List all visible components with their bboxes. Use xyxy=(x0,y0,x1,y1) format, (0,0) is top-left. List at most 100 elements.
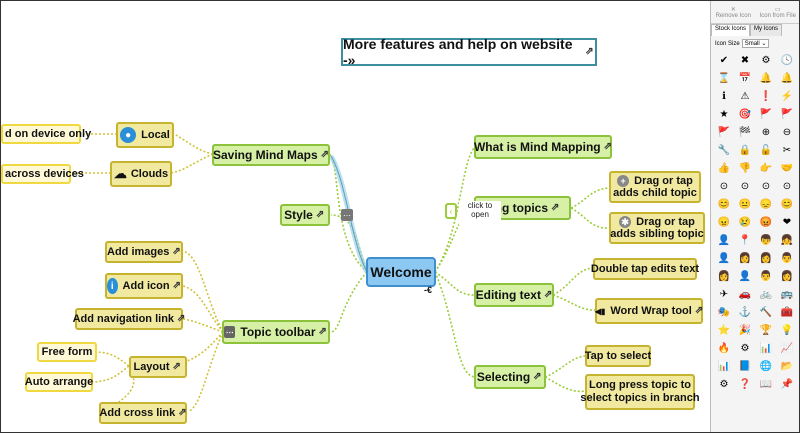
stock-icon[interactable]: 👤 xyxy=(717,235,731,246)
stock-icon[interactable]: ⊙ xyxy=(782,181,792,192)
stock-icon[interactable]: 🏁 xyxy=(738,127,752,138)
stock-icon[interactable]: 👩 xyxy=(780,271,794,282)
stock-icon[interactable]: 📂 xyxy=(780,361,794,372)
mind-map-canvas[interactable]: More features and help on website -» ⇗ W… xyxy=(1,1,709,432)
website-help-banner[interactable]: More features and help on website -» ⇗ xyxy=(341,36,597,68)
stock-icon[interactable]: 🔧 xyxy=(717,145,731,156)
topic-add-navigation-link[interactable]: Add navigation link⇗ xyxy=(73,308,186,330)
topic-saving-mind-maps[interactable]: Saving Mind Maps⇗ xyxy=(212,144,330,166)
stock-icon[interactable]: 👉 xyxy=(759,163,773,174)
topic-add-images[interactable]: Add images⇗ xyxy=(105,241,183,263)
topic-tap-to-select[interactable]: Tap to select xyxy=(585,345,651,367)
stock-icon[interactable]: 👧 xyxy=(780,235,794,246)
stock-icon[interactable]: 🎯 xyxy=(738,109,752,120)
topic-double-tap[interactable]: Double tap edits text xyxy=(591,258,699,280)
topic-word-wrap[interactable]: ◀▮ Word Wrap tool⇗ xyxy=(595,298,703,324)
stock-icon[interactable]: ❓ xyxy=(738,379,752,390)
topic-topic-toolbar[interactable]: ⋯ Topic toolbar⇗ xyxy=(222,320,330,344)
icon-size-select[interactable]: Small ⌄ xyxy=(741,39,770,48)
stock-icon[interactable]: 🔓 xyxy=(759,145,773,156)
stock-icon[interactable]: 👦 xyxy=(759,235,773,246)
stock-icon[interactable]: ✈ xyxy=(719,289,729,300)
stock-icon[interactable]: ⊙ xyxy=(719,181,729,192)
stock-icon[interactable]: 😠 xyxy=(717,217,731,228)
remove-icon-button[interactable]: ✕Remove Icon xyxy=(711,1,756,23)
stock-icon[interactable]: 🧰 xyxy=(780,307,794,318)
stock-icon[interactable]: 🚗 xyxy=(738,289,752,300)
stock-icon[interactable]: 🔒 xyxy=(738,145,752,156)
stock-icon[interactable]: 👎 xyxy=(738,163,752,174)
stock-icon[interactable]: 🚩 xyxy=(759,109,773,120)
central-topic-welcome[interactable]: Welcome xyxy=(366,257,436,287)
collapse-handle-icon[interactable]: ‹ xyxy=(445,203,457,219)
external-link-icon[interactable]: ⇗ xyxy=(172,246,181,257)
more-options-icon[interactable]: ⋯ xyxy=(341,209,353,221)
stock-icon[interactable]: 📊 xyxy=(759,343,773,354)
stock-icon[interactable]: 🔔 xyxy=(759,73,773,84)
stock-icon[interactable]: ⚙ xyxy=(740,343,750,354)
stock-icon[interactable]: ❤ xyxy=(782,217,792,228)
tab-my-icons[interactable]: My Icons xyxy=(750,24,783,36)
stock-icon[interactable]: ⚓ xyxy=(738,307,752,318)
topic-what-is-mind-mapping[interactable]: What is Mind Mapping⇗ xyxy=(474,135,612,159)
stock-icon[interactable]: ⊙ xyxy=(761,181,771,192)
stock-icon[interactable]: 📊 xyxy=(717,361,731,372)
external-link-icon[interactable]: ⇗ xyxy=(177,313,186,324)
tab-stock-icons[interactable]: Stock Icons xyxy=(711,24,751,36)
external-link-icon[interactable]: ⇗ xyxy=(533,371,542,382)
topic-device-only[interactable]: d on device only xyxy=(1,124,91,144)
stock-icon[interactable]: 🕓 xyxy=(780,55,794,66)
stock-icon[interactable]: 👩 xyxy=(759,253,773,264)
topic-free-form[interactable]: Free form xyxy=(37,342,97,362)
topic-drag-sibling[interactable]: ✱Drag or tap adds sibling topic xyxy=(609,212,705,244)
topic-drag-child[interactable]: +Drag or tap adds child topic xyxy=(609,171,701,203)
stock-icon[interactable]: 📅 xyxy=(738,73,752,84)
stock-icon[interactable]: 😢 xyxy=(738,217,752,228)
stock-icon[interactable]: ⚙ xyxy=(719,379,729,390)
stock-icon[interactable]: 😞 xyxy=(759,199,773,210)
stock-icon[interactable]: ℹ xyxy=(722,91,726,102)
external-link-icon[interactable]: ⇗ xyxy=(694,305,704,316)
topic-layout[interactable]: Layout⇗ xyxy=(129,356,187,378)
stock-icon[interactable]: ✂ xyxy=(782,145,792,156)
stock-icon[interactable]: 🔨 xyxy=(759,307,773,318)
stock-icon[interactable]: ⚙ xyxy=(761,55,771,66)
topic-editing-text[interactable]: Editing text⇗ xyxy=(474,283,554,307)
topic-local[interactable]: ● Local xyxy=(116,122,174,148)
stock-icon[interactable]: ✔ xyxy=(719,55,729,66)
external-link-icon[interactable]: ⇗ xyxy=(318,326,327,337)
external-link-icon[interactable]: ⇗ xyxy=(320,149,330,160)
stock-icon[interactable]: 👩 xyxy=(738,253,752,264)
stock-icon[interactable]: 👤 xyxy=(717,253,731,264)
stock-icon[interactable]: 🏆 xyxy=(759,325,773,336)
stock-icon[interactable]: ⭐ xyxy=(717,325,731,336)
topic-selecting[interactable]: Selecting⇗ xyxy=(474,365,546,389)
external-link-icon[interactable]: ⇗ xyxy=(315,209,325,220)
stock-icon[interactable]: ✖ xyxy=(740,55,750,66)
external-link-icon[interactable]: ⇗ xyxy=(172,361,181,372)
external-link-icon[interactable]: ⇗ xyxy=(551,202,560,213)
topic-add-icon[interactable]: i Add icon⇗ xyxy=(105,273,183,299)
topic-long-press[interactable]: Long press topic to select topics in bra… xyxy=(580,374,700,410)
stock-icon[interactable]: 📌 xyxy=(780,379,794,390)
stock-icon[interactable]: 🤝 xyxy=(780,163,794,174)
stock-icon[interactable]: 😊 xyxy=(780,199,794,210)
stock-icon[interactable]: 🎭 xyxy=(717,307,731,318)
stock-icon[interactable]: 🌐 xyxy=(759,361,773,372)
stock-icon[interactable]: ⊖ xyxy=(782,127,792,138)
stock-icon[interactable]: 🚌 xyxy=(780,289,794,300)
stock-icon[interactable]: 👤 xyxy=(738,271,752,282)
stock-icon[interactable]: 📖 xyxy=(759,379,773,390)
external-link-icon[interactable]: ⇗ xyxy=(603,141,613,152)
external-link-icon[interactable]: ⇗ xyxy=(178,407,187,418)
stock-icon[interactable]: 🚲 xyxy=(759,289,773,300)
stock-icon[interactable]: 🎉 xyxy=(738,325,752,336)
stock-icon[interactable]: 😐 xyxy=(738,199,752,210)
stock-icon[interactable]: 🚩 xyxy=(717,127,731,138)
stock-icon[interactable]: 🔔 xyxy=(780,73,794,84)
stock-icon[interactable]: 📍 xyxy=(738,235,752,246)
external-link-icon[interactable]: ⇗ xyxy=(543,289,553,300)
stock-icon[interactable]: ⚡ xyxy=(780,91,794,102)
topic-style[interactable]: Style⇗ xyxy=(280,204,330,226)
stock-icon[interactable]: ⌛ xyxy=(717,73,731,84)
